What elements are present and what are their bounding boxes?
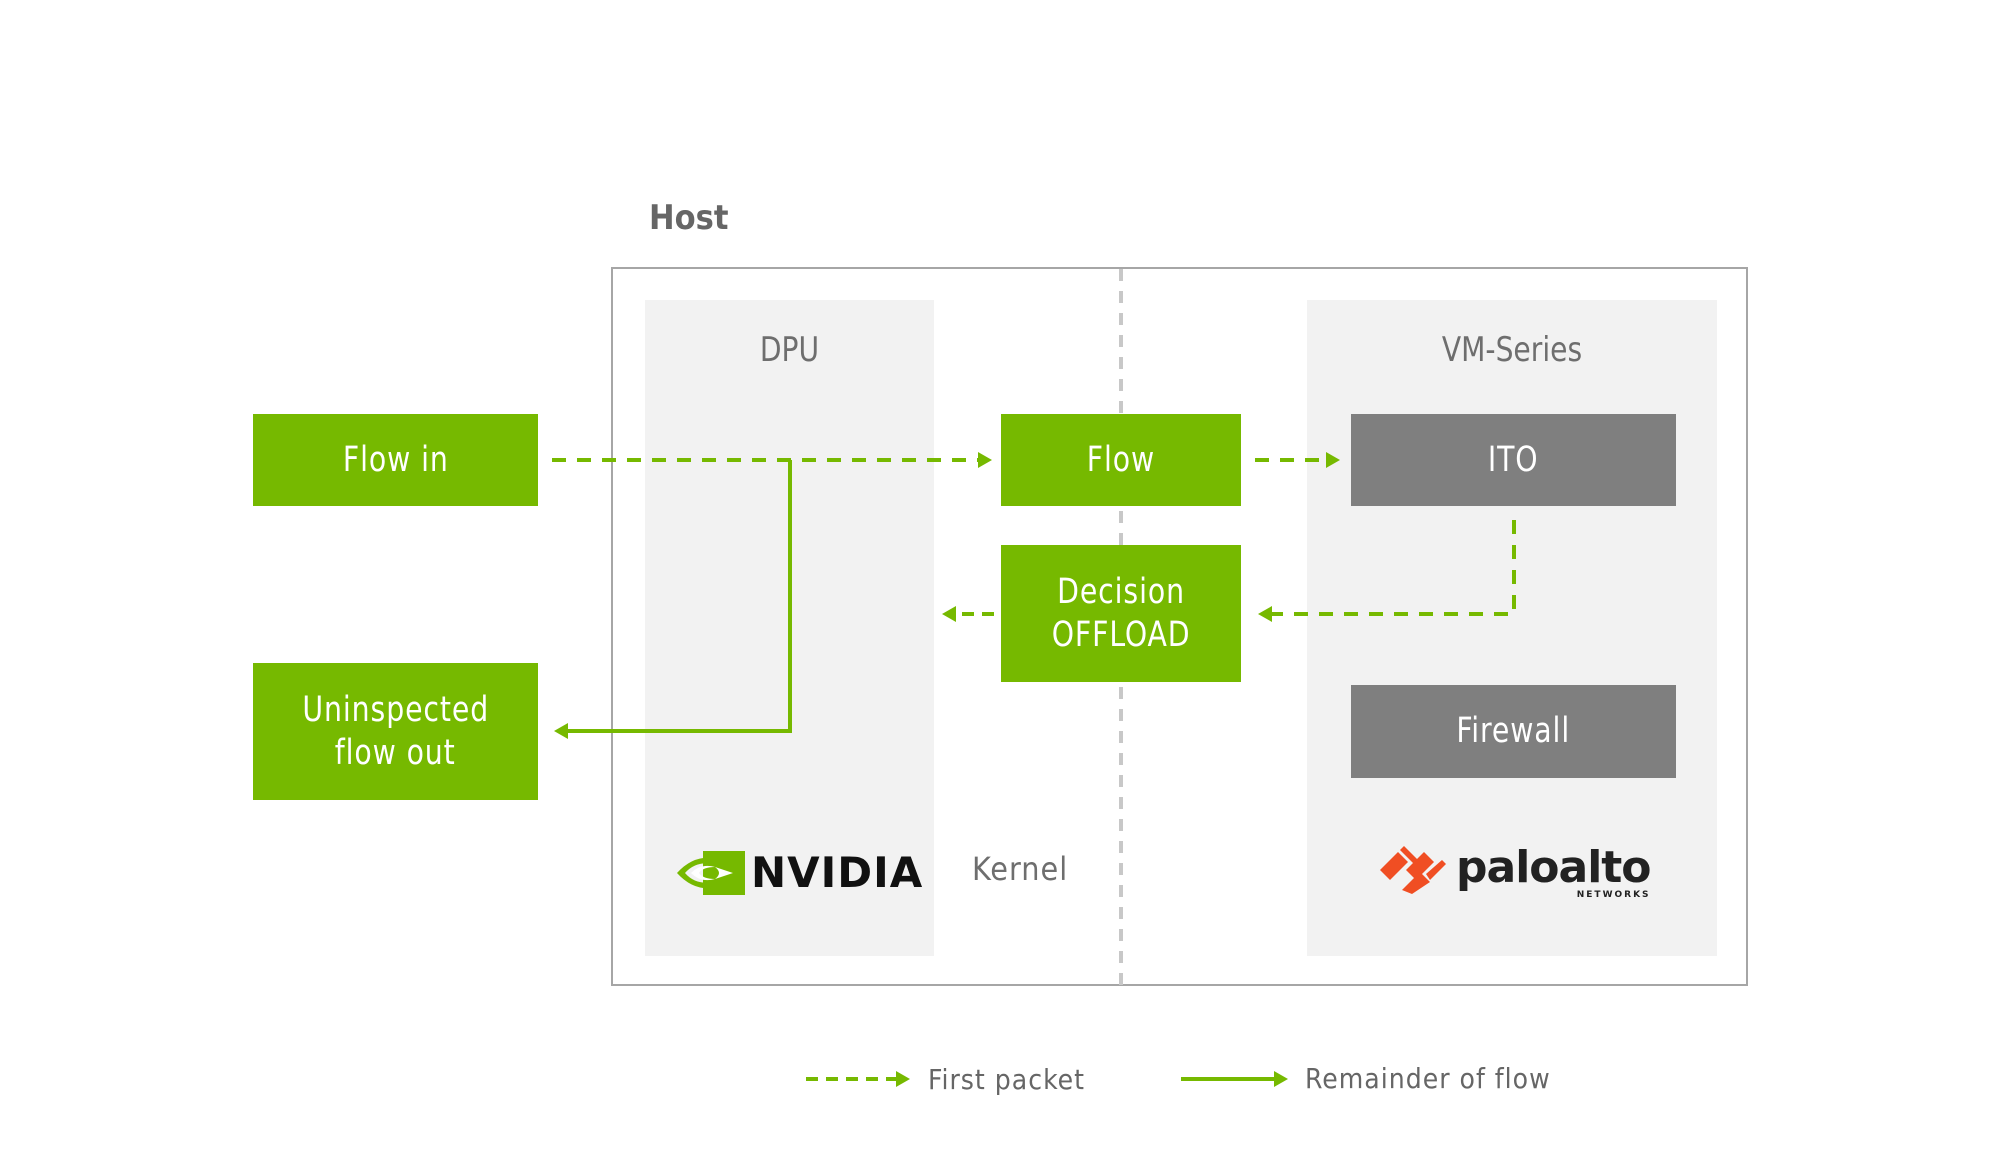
nvidia-logo: NVIDIA	[675, 848, 923, 897]
flow-in-label: Flow in	[342, 439, 449, 480]
dpu-title: DPU	[759, 330, 820, 370]
legend-first-packet: First packet	[928, 1063, 1086, 1096]
paloalto-mark-icon	[1380, 846, 1446, 894]
arrowhead-ito	[1326, 452, 1340, 468]
offload-label: OFFLOAD	[1051, 614, 1191, 655]
firewall-label: Firewall	[1456, 711, 1571, 751]
legend-remainder-of-flow: Remainder of flow	[1305, 1062, 1551, 1095]
legend-dashed-arrowhead	[896, 1071, 910, 1087]
paloalto-networks-text: NETWORKS	[1576, 890, 1651, 900]
host-container	[611, 267, 1748, 986]
arrowhead-decision	[1258, 606, 1272, 622]
arrow-remainder-to-uninspected	[568, 460, 792, 733]
ito-label: ITO	[1488, 439, 1539, 480]
nvidia-eye-icon	[677, 850, 745, 895]
kernel-label: Kernel	[972, 850, 1069, 888]
flow-in-box: Flow in	[253, 414, 538, 506]
paloalto-wordmark: paloalto	[1456, 842, 1652, 893]
paloalto-logo: paloalto NETWORKS	[1380, 842, 1652, 900]
ito-box: ITO	[1351, 414, 1676, 506]
legend-solid-arrowhead	[1274, 1071, 1288, 1087]
uninspected-label-line2: flow out	[335, 732, 456, 773]
uninspected-flow-out-box: Uninspected flow out	[253, 663, 538, 800]
arrowhead-dpu	[942, 606, 956, 622]
arrow-ito-to-decision	[1272, 520, 1516, 616]
flow-label: Flow	[1086, 439, 1156, 480]
host-label: Host	[649, 198, 729, 238]
nvidia-wordmark: NVIDIA	[751, 848, 924, 897]
decision-label: Decision	[1057, 571, 1185, 612]
decision-offload-box: Decision OFFLOAD	[1001, 545, 1241, 682]
vm-series-title: VM-Series	[1441, 330, 1583, 370]
flow-box: Flow	[1001, 414, 1241, 506]
uninspected-label-line1: Uninspected	[302, 689, 489, 730]
arrowhead-flow	[978, 452, 992, 468]
vm-series-panel: VM-Series	[1307, 300, 1717, 956]
firewall-box: Firewall	[1351, 685, 1676, 778]
arrowhead-uninspected	[554, 723, 568, 739]
